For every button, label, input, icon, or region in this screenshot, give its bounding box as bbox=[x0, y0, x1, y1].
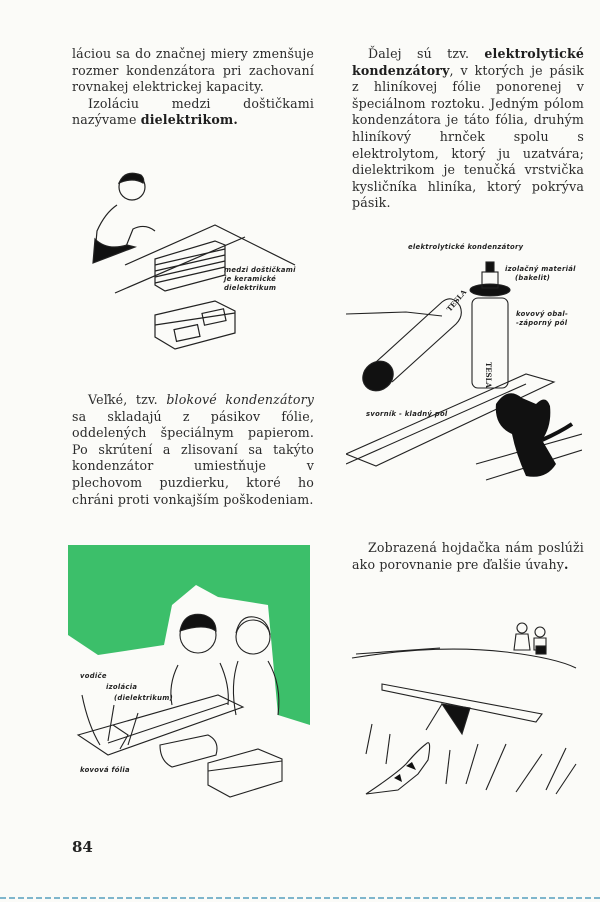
boy-with-plates-drawing bbox=[92, 172, 296, 350]
paragraph: Ďalej sú tzv. elektrolytické kondenzátor… bbox=[352, 46, 584, 211]
paragraph: Izoláciu medzi doštičkami nazývame diele… bbox=[72, 95, 314, 128]
caption-electrolytic-title: elektrolytické kondenzátory bbox=[408, 243, 524, 251]
electrolytic-capacitors-and-cat-drawing: TESLA TESLA bbox=[346, 261, 582, 481]
label-metal-foil: kovová fólia bbox=[80, 766, 130, 774]
label-dielectric: (dielektrikum) bbox=[114, 694, 174, 702]
page-edge-border bbox=[0, 897, 600, 899]
label-metal-case: kovový obal- -záporný pól bbox=[516, 310, 569, 327]
label-wires: vodiče bbox=[80, 672, 107, 680]
paragraph: láciou sa do značnej miery zmenšuje rozm… bbox=[72, 46, 314, 95]
left-text-top: láciou sa do značnej miery zmenšuje rozm… bbox=[72, 46, 314, 129]
term-blokove-kondenzatory: blokové kondenzátory bbox=[166, 392, 314, 407]
paragraph: Zobrazená hojdačka nám poslúži ako porov… bbox=[352, 540, 584, 572]
label-insulation: izolácia bbox=[106, 683, 138, 691]
term-dielektrikum: dielektrikom. bbox=[140, 112, 238, 128]
illustration-block-capacitor bbox=[68, 545, 316, 805]
right-text-electrolytic: Ďalej sú tzv. elektrolytické kondenzátor… bbox=[352, 46, 584, 212]
page-number: 84 bbox=[72, 838, 93, 856]
illustration-seesaw bbox=[346, 614, 582, 810]
seesaw-with-dog-drawing bbox=[351, 622, 577, 795]
left-text-block-capacitors: Veľké, tzv. blokové kondenzátory sa skla… bbox=[72, 392, 314, 508]
label-bolt-positive: svorník - kladný pól bbox=[366, 410, 448, 418]
illustration-electrolytic-capacitor: TESLA TESLA bbox=[346, 254, 582, 490]
svg-text:TESLA: TESLA bbox=[484, 362, 493, 389]
brand-label: TESLA bbox=[445, 287, 469, 313]
paragraph: Veľké, tzv. blokové kondenzátory sa skla… bbox=[72, 392, 314, 507]
label-insulating-material: izolačný materiál (bakelit) bbox=[505, 265, 576, 282]
right-text-seesaw: Zobrazená hojdačka nám poslúži ako porov… bbox=[352, 540, 584, 573]
illustration-ceramic-capacitor bbox=[85, 165, 315, 375]
children-with-block-capacitor-drawing bbox=[68, 545, 310, 798]
caption-ceramic: medzi doštičkami je keramické dielektrik… bbox=[224, 266, 296, 292]
term-elektrolyticke-kondenzatory: elektrolytické kondenzátory bbox=[352, 46, 584, 78]
